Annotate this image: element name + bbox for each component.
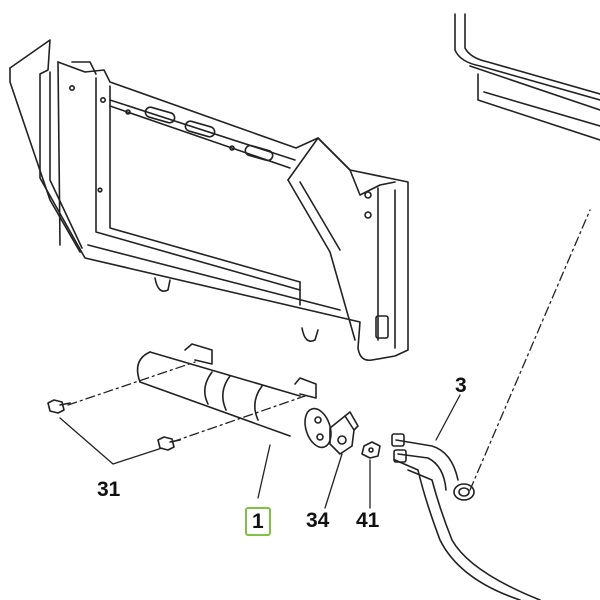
callout-1[interactable]: 1 bbox=[245, 507, 271, 536]
callout-31: 31 bbox=[97, 478, 121, 501]
leader-lines bbox=[59, 394, 461, 509]
callout-41: 41 bbox=[356, 509, 380, 532]
receiver-dryer bbox=[136, 343, 332, 449]
machine-housing bbox=[454, 13, 600, 141]
bolt-41 bbox=[361, 441, 381, 459]
alignment-lines bbox=[67, 209, 591, 491]
clamp-34 bbox=[329, 411, 359, 455]
screw-31-left bbox=[47, 399, 71, 414]
callout-3: 3 bbox=[455, 374, 467, 397]
mounting-bracket bbox=[9, 39, 409, 362]
hose-assembly-3 bbox=[391, 433, 541, 600]
callout-34: 34 bbox=[306, 509, 330, 532]
